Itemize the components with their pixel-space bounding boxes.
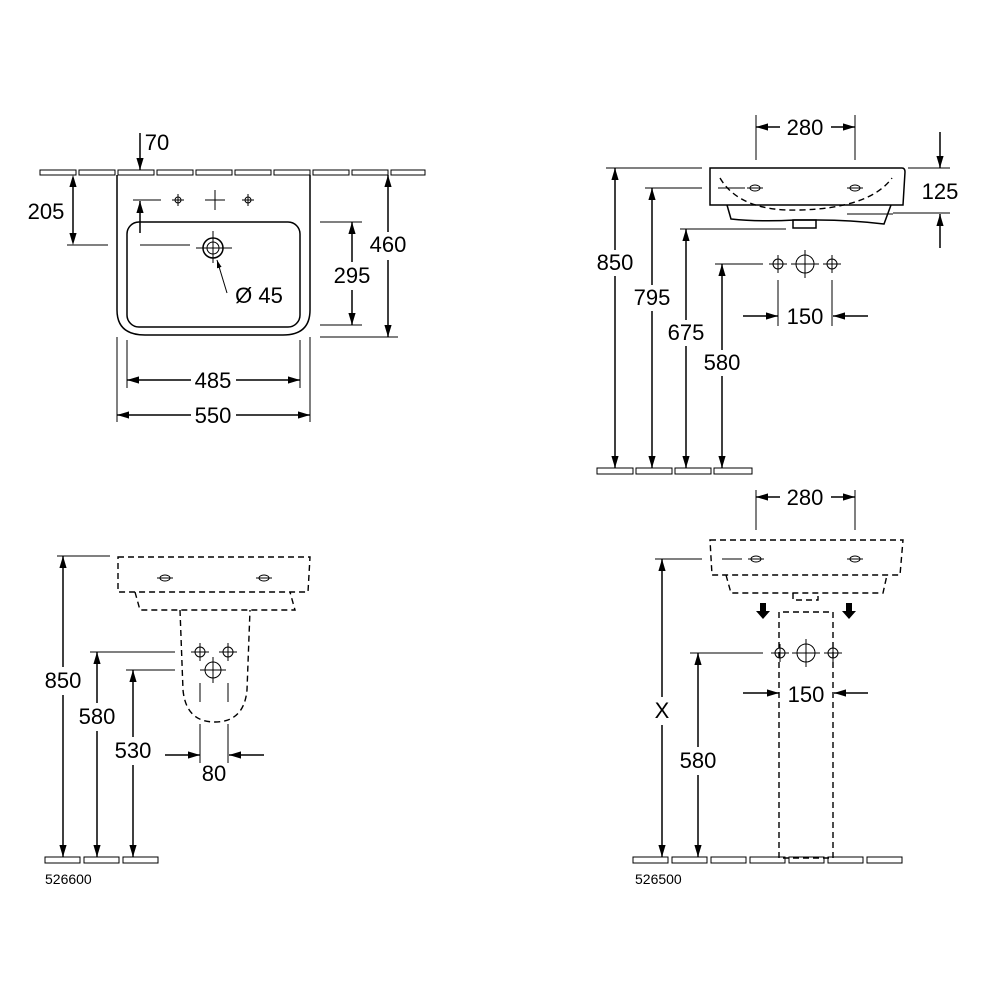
dim-485: 485 xyxy=(195,368,232,393)
model-526600-view: 526600 850 580 530 80 xyxy=(42,555,311,887)
dim-850: 850 xyxy=(45,668,82,693)
basin-bowl xyxy=(126,221,301,328)
dim-drain-diameter: Ø 45 xyxy=(235,283,283,308)
basin-outline xyxy=(116,175,311,336)
dim-x: X xyxy=(655,698,670,723)
dim-280: 280 xyxy=(787,115,824,140)
dim-530: 530 xyxy=(115,738,152,763)
tap-hole-icons xyxy=(133,190,254,210)
model-526500-view: 526500 280 X 580 150 xyxy=(632,485,904,887)
dim-70: 70 xyxy=(145,130,169,155)
wall-tiles xyxy=(39,169,426,176)
dim-150: 150 xyxy=(788,682,825,707)
arrow-down-icon xyxy=(842,603,856,619)
dim-150: 150 xyxy=(787,304,824,329)
model-code: 526600 xyxy=(45,871,92,887)
dim-675: 675 xyxy=(668,320,705,345)
dim-580: 580 xyxy=(680,748,717,773)
dim-125: 125 xyxy=(922,179,959,204)
dim-795: 795 xyxy=(634,285,671,310)
dim-580: 580 xyxy=(79,704,116,729)
dim-550: 550 xyxy=(195,403,232,428)
dim-580: 580 xyxy=(704,350,741,375)
dim-80: 80 xyxy=(202,761,226,786)
side-view: 280 125 850 795 675 580 150 xyxy=(595,115,959,475)
dim-295: 295 xyxy=(334,263,371,288)
arrow-down-icon xyxy=(756,603,770,619)
dim-460: 460 xyxy=(370,232,407,257)
dim-850: 850 xyxy=(597,250,634,275)
top-view: 70 205 295 460 485 550 Ø 45 xyxy=(28,130,426,428)
dim-280: 280 xyxy=(787,485,824,510)
model-code: 526500 xyxy=(635,871,682,887)
dim-205: 205 xyxy=(28,199,65,224)
drain-icon xyxy=(196,231,232,263)
